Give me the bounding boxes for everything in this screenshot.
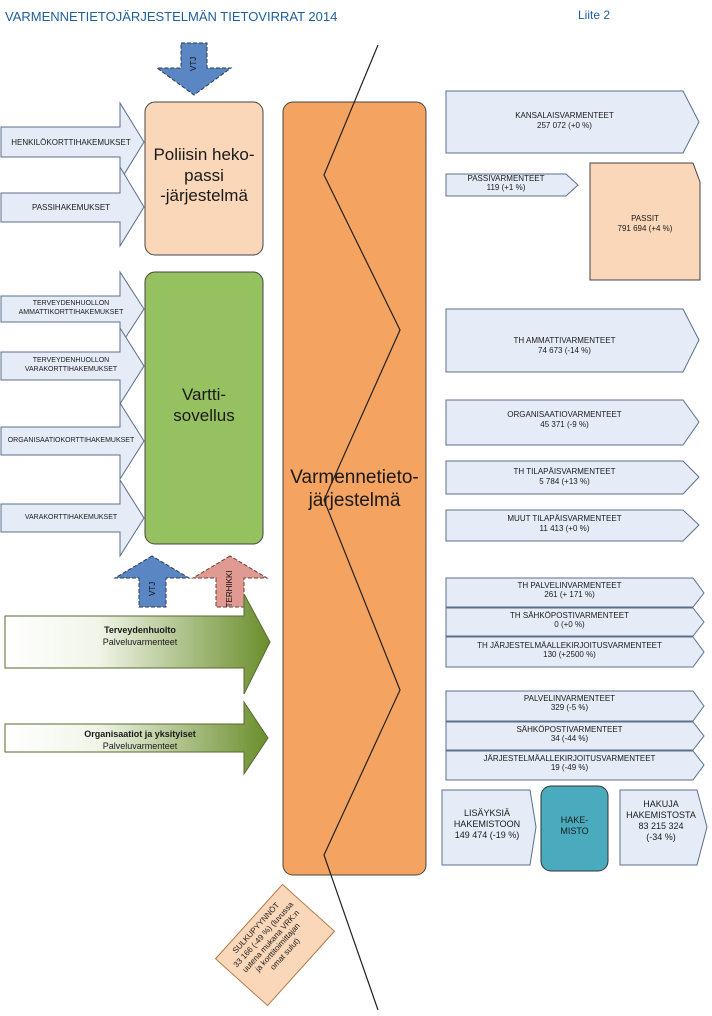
output-name-sahkoposti: SÄHKÖPOSTIVARMENTEET — [516, 725, 623, 734]
vartti-system-box — [144, 271, 264, 545]
revocation-box — [214, 883, 336, 1007]
input-label-passi: PASSIHAKEMUKSET — [31, 203, 111, 212]
output-value-kansalais: 257 072 (+0 %) — [537, 120, 592, 130]
output-arrow-sahkoposti — [445, 721, 705, 751]
output-name-passi: PASSIVARMENTEET — [467, 174, 545, 183]
output-name-th-sahkoposti: TH SÄHKÖPOSTIVARMENTEET — [510, 611, 629, 620]
output-label-palvelin: PALVELINVARMENTEET 329 (-5 %) — [446, 694, 693, 712]
green-title-organisaatiot: Organisaatiot ja yksityiset — [84, 729, 196, 739]
output-label-kansalais: KANSALAISVARMENTEET 257 072 (+0 %) — [446, 111, 683, 131]
input-arrow-organisaatiokortti — [0, 401, 145, 481]
green-arrow-terveydenhuolto — [4, 593, 271, 695]
vartti-system-label: Vartti- sovellus — [173, 385, 235, 425]
page-title: VARMENNETIETOJÄRJESTELMÄN TIETOVIRRAT 20… — [5, 9, 338, 24]
additions-arrow — [441, 789, 537, 866]
output-arrow-kansalais — [445, 90, 700, 154]
passit-box — [589, 162, 701, 281]
input-arrow-passi — [0, 165, 145, 248]
green-sub-terveydenhuolto: Palveluvarmenteet — [102, 637, 178, 647]
output-arrow-muut-tilapais — [445, 509, 700, 542]
output-value-th-jarjestelma: 130 (+2500 %) — [543, 650, 596, 660]
output-arrow-palvelin — [445, 690, 705, 722]
searches-label: HAKUJA HAKEMISTOSTA 83 215 324 (-34 %) — [626, 799, 696, 842]
output-arrow-th-sahkoposti — [445, 607, 705, 637]
vtj-top-label: VTJ — [189, 56, 199, 71]
passit-label: PASSIT 791 694 (+4 %) — [590, 214, 700, 234]
output-value-th-sahkoposti: 0 (+0 %) — [554, 620, 585, 630]
input-label-organisaatiokortti: ORGANISAATIOKORTTIHAKEMUKSET — [7, 437, 135, 444]
input-label-henkilokortti: HENKILÖKORTTIHAKEMUKSET — [11, 138, 131, 147]
output-value-th-palvelin: 261 (+ 171 %) — [544, 590, 595, 600]
output-name-muut-tilapais: MUUT TILAPÄISVARMENTEET — [507, 514, 622, 523]
output-label-jarjestelma: JÄRJESTELMÄALLEKIRJOITUSVARMENTEET 19 (-… — [446, 754, 693, 772]
output-label-th-jarjestelma: TH JÄRJESTELMÄALLEKIRJOITUSVARMENTEET 13… — [446, 641, 693, 659]
output-arrow-th-jarjestelma — [445, 636, 705, 668]
output-value-palvelin: 329 (-5 %) — [550, 703, 589, 713]
searches-arrow — [619, 789, 708, 866]
output-value-organisaatio: 45 371 (-9 %) — [540, 419, 589, 429]
output-label-th-palvelin: TH PALVELINVARMENTEET 261 (+ 171 %) — [446, 581, 693, 599]
output-name-kansalais: KANSALAISVARMENTEET — [515, 111, 614, 120]
attachment-label: Liite 2 — [578, 8, 611, 22]
output-label-organisaatio: ORGANISAATIOVARMENTEET 45 371 (-9 %) — [446, 410, 683, 430]
output-name-organisaatio: ORGANISAATIOVARMENTEET — [507, 410, 622, 419]
vtj-bottom-label: VTJ — [148, 581, 158, 596]
police-system-box — [144, 101, 264, 256]
input-arrow-th-ammattikortti — [0, 270, 145, 348]
output-label-th-sahkoposti: TH SÄHKÖPOSTIVARMENTEET 0 (+0 %) — [446, 611, 693, 629]
output-value-sahkoposti: 34 (-44 %) — [550, 734, 589, 744]
output-arrow-th-tilapais — [445, 460, 700, 495]
additions-label: LISÄYKSIÄ HAKEMISTOON 149 474 (-19 %) — [453, 808, 521, 840]
green-title-terveydenhuolto: Terveydenhuolto — [104, 625, 176, 635]
hakemisto-box — [540, 785, 609, 872]
input-arrow-th-varakortti — [0, 326, 145, 406]
hakemisto-label: HAKE- MISTO — [560, 815, 589, 836]
central-system-label: Varmennetieto- järjestelmä — [290, 467, 419, 512]
output-label-passi: PASSIVARMENTEET 119 (+1 %) — [446, 174, 566, 192]
passit-name: PASSIT — [631, 214, 659, 223]
zigzag-line — [323, 44, 401, 1011]
passit-value: 791 694 (+4 %) — [617, 223, 673, 233]
output-value-th-ammatti: 74 673 (-14 %) — [538, 345, 591, 355]
output-name-th-ammatti: TH AMMATTIVARMENTEET — [513, 336, 616, 345]
green-sub-organisaatiot: Palveluvarmenteet — [102, 741, 178, 751]
terhikki-label: TERHIKKI — [225, 570, 235, 608]
vtj-bottom-arrow — [113, 555, 191, 608]
output-name-th-palvelin: TH PALVELINVARMENTEET — [517, 581, 622, 590]
output-name-palvelin: PALVELINVARMENTEET — [523, 694, 616, 703]
output-arrow-th-ammatti — [445, 308, 700, 373]
output-label-th-ammatti: TH AMMATTIVARMENTEET 74 673 (-14 %) — [446, 336, 683, 356]
output-label-muut-tilapais: MUUT TILAPÄISVARMENTEET 11 413 (+0 %) — [446, 514, 683, 534]
vtj-top-arrow — [155, 42, 233, 96]
output-value-th-tilapais: 5 784 (+13 %) — [539, 476, 590, 486]
output-name-th-tilapais: TH TILAPÄISVARMENTEET — [513, 467, 616, 476]
input-arrow-varakortti — [0, 478, 145, 558]
terhikki-arrow — [191, 555, 269, 608]
input-label-varakortti: VARAKORTTIHAKEMUKSET — [24, 514, 118, 521]
output-name-jarjestelma: JÄRJESTELMÄALLEKIRJOITUSVARMENTEET — [483, 754, 656, 763]
output-arrow-organisaatio — [445, 399, 700, 446]
output-label-sahkoposti: SÄHKÖPOSTIVARMENTEET 34 (-44 %) — [446, 725, 693, 743]
output-value-passi: 119 (+1 %) — [486, 183, 526, 193]
output-value-muut-tilapais: 11 413 (+0 %) — [539, 523, 590, 533]
output-arrow-th-palvelin — [445, 577, 705, 608]
output-arrow-passi — [445, 173, 579, 197]
input-label-th-ammattikortti: TERVEYDENHUOLLON AMMATTIKORTTIHAKEMUKSET — [18, 300, 124, 316]
output-value-jarjestelma: 19 (-49 %) — [550, 763, 589, 773]
green-arrow-organisaatiot — [4, 700, 269, 776]
output-label-th-tilapais: TH TILAPÄISVARMENTEET 5 784 (+13 %) — [446, 467, 683, 487]
output-name-th-jarjestelma: TH JÄRJESTELMÄALLEKIRJOITUSVARMENTEET — [477, 641, 662, 650]
police-system-label: Poliisin heko- passi -järjestelmä — [153, 145, 255, 206]
input-arrow-henkilokortti — [0, 101, 145, 183]
output-arrow-jarjestelma — [445, 750, 705, 781]
input-label-th-varakortti: TERVEYDENHUOLLON VARAKORTTIHAKEMUKSET — [24, 357, 118, 373]
